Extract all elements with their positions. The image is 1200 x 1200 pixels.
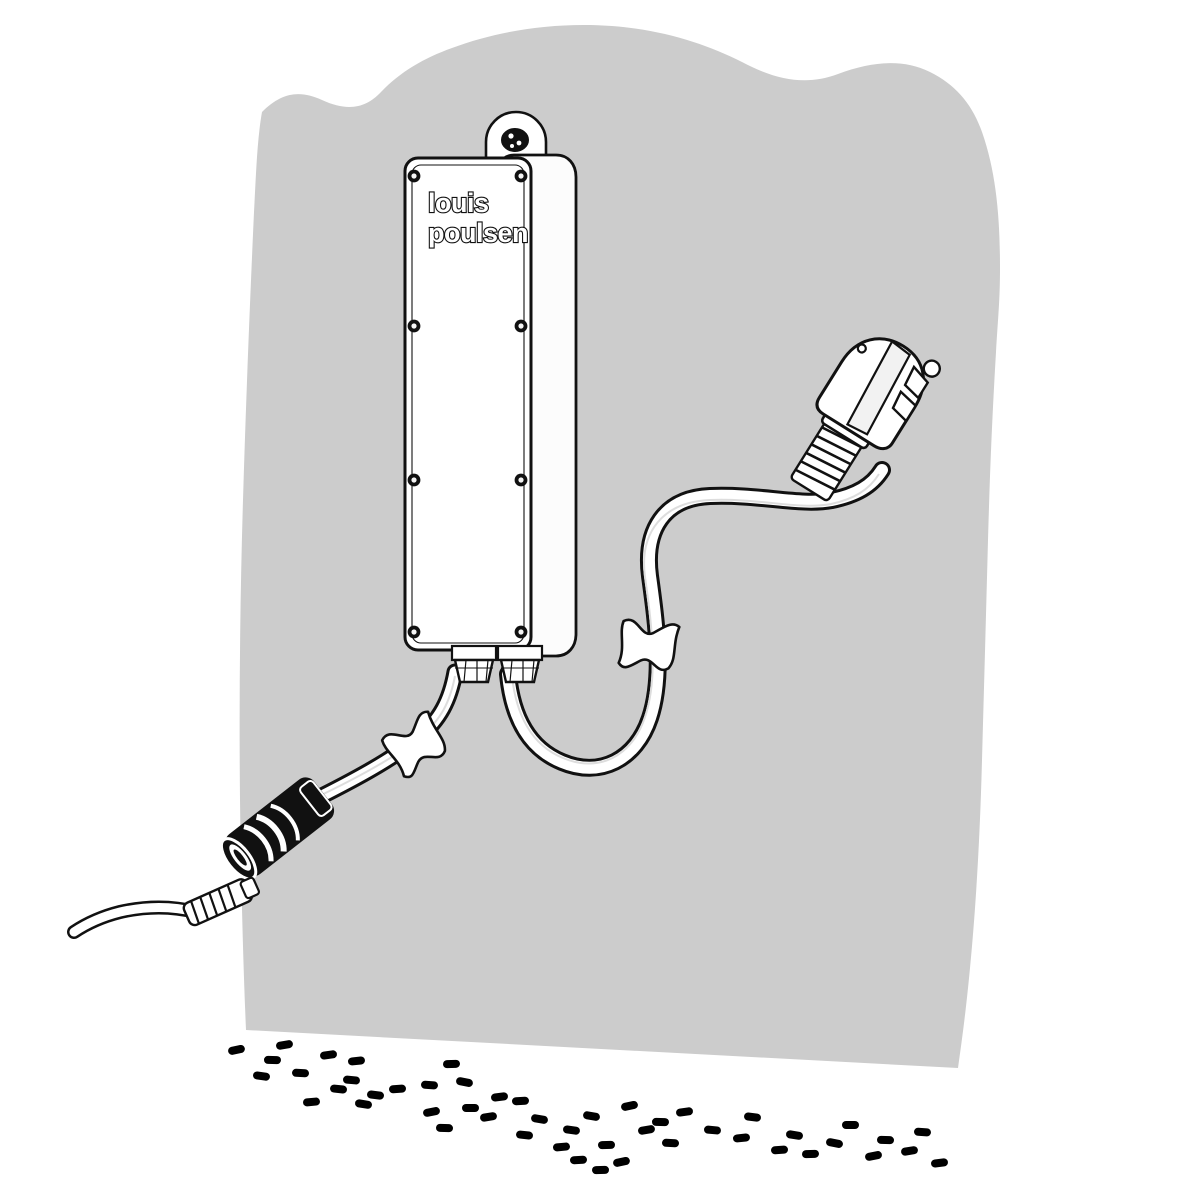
wall-surface — [239, 24, 1000, 1068]
ground-mark — [343, 1075, 360, 1085]
cable-gland-right — [496, 644, 544, 684]
mains-cable — [499, 461, 891, 777]
box-cover-seam — [411, 164, 525, 644]
ground-mark — [662, 1138, 679, 1148]
ground-mark — [598, 1140, 615, 1150]
ground-mark — [914, 1127, 931, 1137]
driver-box[interactable]: louis poulsen — [403, 110, 578, 658]
ground-mark — [744, 1112, 761, 1122]
ground-mark — [638, 1125, 655, 1135]
ground-mark — [563, 1125, 580, 1135]
luminaire-cable — [67, 900, 203, 939]
ground-mark — [367, 1090, 384, 1100]
ground-mark — [733, 1133, 750, 1143]
cable-glands — [450, 644, 544, 684]
ground-mark — [842, 1121, 859, 1129]
cable-gland-left — [450, 644, 498, 684]
ground-mark — [443, 1059, 460, 1069]
male-connector[interactable] — [182, 874, 261, 927]
ground-mark — [553, 1142, 570, 1152]
ground-mark — [292, 1068, 309, 1078]
ground-mark — [264, 1055, 281, 1065]
ground-mark — [355, 1099, 372, 1109]
ground-mark — [531, 1114, 548, 1124]
ground-mark — [771, 1145, 788, 1155]
ground-mark — [652, 1117, 669, 1127]
ground-mark — [826, 1138, 843, 1148]
ground-mark — [901, 1146, 918, 1156]
ground-mark — [802, 1149, 819, 1159]
ground-mark — [786, 1130, 803, 1140]
mounting-screw-icon — [501, 128, 529, 152]
ground-mark — [320, 1050, 337, 1060]
ground-mark — [276, 1040, 293, 1050]
schuko-plug[interactable] — [775, 319, 943, 515]
ground-mark — [512, 1096, 529, 1106]
break-symbol-lowvoltage — [380, 710, 447, 779]
ground-mark — [228, 1044, 245, 1055]
ground-mark — [421, 1080, 438, 1090]
brand-line-2: poulsen — [428, 218, 528, 248]
ground-mark — [583, 1111, 600, 1121]
ground-mark — [676, 1107, 693, 1117]
ground-mark — [456, 1077, 473, 1087]
ground-mark — [613, 1156, 630, 1167]
female-connector[interactable] — [215, 775, 337, 885]
ground-mark — [480, 1112, 497, 1122]
ground-mark — [621, 1100, 638, 1111]
ground-mark — [389, 1084, 406, 1094]
ground-mark — [491, 1092, 508, 1102]
ground-mark — [865, 1151, 882, 1161]
ground-mark — [348, 1056, 365, 1066]
ground-mark — [931, 1158, 948, 1168]
ground-mark — [516, 1130, 533, 1140]
face-screws — [407, 169, 528, 639]
ground-mark — [877, 1135, 894, 1145]
mounting-tab — [484, 110, 548, 164]
ground-mark — [592, 1165, 609, 1175]
ground-mark — [704, 1125, 721, 1135]
ground-mark — [436, 1123, 453, 1133]
break-symbol-mains — [617, 618, 681, 672]
ground-mark — [253, 1071, 270, 1081]
ground-mark — [462, 1104, 479, 1112]
ground-mark — [330, 1084, 347, 1094]
ground-texture — [228, 1040, 948, 1175]
brand-line-1: louis — [428, 188, 489, 218]
ground-mark — [570, 1155, 587, 1165]
ground-mark — [423, 1107, 440, 1117]
ground-mark — [303, 1097, 320, 1107]
